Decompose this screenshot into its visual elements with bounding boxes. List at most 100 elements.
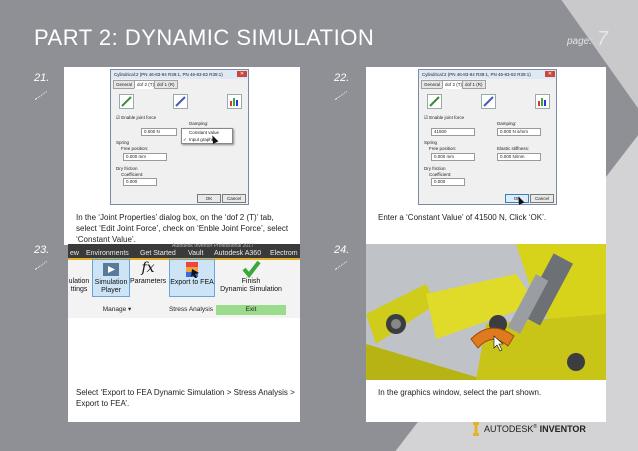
free-position-label: Free position: <box>121 146 149 151</box>
tab-dof1[interactable]: dof 1 (R) <box>462 80 486 89</box>
free-position-label: Free position: <box>429 146 457 151</box>
ribbon-tab-a360[interactable]: Autodesk A360 <box>214 250 262 257</box>
ribbon-tab-bar: Autodesk Inventor Professional 2017 ew E… <box>68 243 300 258</box>
damping-label: Damping: <box>497 121 517 126</box>
simulation-settings-label: ulation <box>68 278 90 285</box>
dialog-screenshot-21: Cylindrical:2 (PN 46-83-94 R39:1, PN 46-… <box>64 67 300 207</box>
panel-manage[interactable]: Manage ▾ <box>102 306 132 313</box>
simulation-settings-label-2: ttings <box>70 286 88 293</box>
enable-force-checkbox[interactable]: ☑ Enable joint force <box>424 115 465 120</box>
close-icon[interactable]: ✕ <box>237 71 247 77</box>
elastic-stiffness-label: Elastic stiffness: <box>497 146 530 151</box>
edit-joint-force-icon[interactable] <box>173 94 188 109</box>
menu-item-constant-value[interactable]: Constant value <box>189 130 220 135</box>
graphics-window[interactable] <box>366 244 606 380</box>
simulation-player-icon <box>103 263 119 276</box>
step-caption-22: Enter a ‘Constant Value’ of 41500 N, Cli… <box>378 213 547 222</box>
step-card-21: Cylindrical:2 (PN 46-83-94 R39:1, PN 46-… <box>64 67 300 245</box>
autodesk-inventor-logo: AUTODESK® INVENTOR <box>484 424 586 434</box>
spring-label: Spring <box>424 140 438 145</box>
coefficient-label: Coefficient: <box>429 172 452 177</box>
spring-label: Spring <box>116 140 130 145</box>
dry-friction-label: Dry friction <box>116 166 138 171</box>
menu-item-input-grapher[interactable]: ✓Input grapher <box>182 136 232 143</box>
coefficient-label: Coefficient: <box>121 172 144 177</box>
export-fea-icon <box>186 262 199 278</box>
dialog-screenshot-22: Cylindrical:2 (PN 46-83-94 R39:1, PN 46-… <box>366 67 606 207</box>
joint-properties-dialog: Cylindrical:2 (PN 46-83-94 R39:1, PN 46-… <box>110 69 249 205</box>
panel-exit[interactable]: Exit <box>216 305 286 315</box>
ribbon-tab-view[interactable]: ew <box>70 250 79 257</box>
panel-stress-analysis[interactable]: Stress Analysis <box>168 306 214 313</box>
step-number-23: 23. <box>34 244 50 256</box>
fx-icon: fx <box>141 260 155 276</box>
parameters-button[interactable]: fx Parameters <box>130 259 166 295</box>
ribbon-tab-get-started[interactable]: Get Started <box>140 250 176 257</box>
page-label: page: <box>566 36 592 47</box>
joint-properties-dialog: Cylindrical:2 (PN 46-83-94 R39:1, PN 46-… <box>418 69 557 205</box>
simulation-player-label: Simulation <box>94 279 128 286</box>
page-number: 7 <box>596 28 608 50</box>
simulation-player-label-2: Player <box>101 287 121 294</box>
finish-dynamic-simulation-button[interactable]: Finish Dynamic Simulation <box>216 259 286 295</box>
product-name: INVENTOR <box>539 424 586 434</box>
step-number-21: 21. <box>34 72 50 84</box>
registered-mark: ® <box>533 424 538 430</box>
graph-icon[interactable] <box>227 94 242 109</box>
coefficient-field[interactable]: 0.000 <box>431 178 465 186</box>
free-position-field[interactable]: 0.000 mm <box>431 153 475 161</box>
ribbon-tab-electromechanical[interactable]: Electrom <box>270 250 298 257</box>
graph-icon[interactable] <box>535 94 550 109</box>
force-type-menu: Constant value ✓Input grapher <box>181 128 233 144</box>
step-caption-21: In the ‘Joint Properties’ dialog box, on… <box>76 213 289 244</box>
close-icon[interactable]: ✕ <box>545 71 555 77</box>
enable-force-label: Enable joint force <box>429 115 465 120</box>
edit-joint-force-icon[interactable] <box>481 94 496 109</box>
edit-position-icon[interactable] <box>119 94 134 109</box>
brand-name: AUTODESK <box>484 424 534 434</box>
dry-friction-label: Dry friction <box>424 166 446 171</box>
tab-general[interactable]: General <box>113 80 136 89</box>
force-value-field[interactable]: 41500 <box>431 128 475 136</box>
cancel-button[interactable]: Cancel <box>530 194 554 203</box>
finish-label-2: Dynamic Simulation <box>220 286 282 293</box>
step-number-24: 24. <box>334 244 350 256</box>
inventor-ribbon: Autodesk Inventor Professional 2017 ew E… <box>68 243 300 318</box>
damping-field[interactable]: 0.000 N s/mm <box>497 128 541 136</box>
enable-force-checkbox[interactable]: ☑ Enable joint force <box>116 115 157 120</box>
free-position-field[interactable]: 0.000 mm <box>123 153 167 161</box>
simulation-player-button[interactable]: Simulation Player <box>92 259 130 297</box>
enable-force-label: Enable joint force <box>121 115 157 120</box>
ribbon-tab-environments[interactable]: Environments <box>86 250 129 257</box>
step-card-22: Cylindrical:2 (PN 46-83-94 R39:1, PN 46-… <box>366 67 606 245</box>
tab-general[interactable]: General <box>421 80 444 89</box>
check-icon: ✓ <box>183 137 187 142</box>
step-caption-24: In the graphics window, select the part … <box>378 388 542 397</box>
finish-label: Finish <box>241 278 261 285</box>
simulation-settings-button[interactable]: ulation ttings <box>68 259 90 295</box>
damping-label: Damping: <box>189 121 209 126</box>
cancel-button[interactable]: Cancel <box>222 194 246 203</box>
step-card-24: In the graphics window, select the part … <box>366 244 606 422</box>
step-number-22: 22. <box>334 72 350 84</box>
elastic-stiffness-field[interactable]: 0.000 N/mm <box>497 153 541 161</box>
export-to-fea-button[interactable]: Export to FEA <box>169 259 215 297</box>
coefficient-field[interactable]: 0.000 <box>123 178 157 186</box>
export-fea-label: Export to FEA <box>170 279 214 286</box>
step-caption-23: Select ‘Export to FEA Dynamic Simulation… <box>76 388 295 408</box>
tab-dof1[interactable]: dof 1 (R) <box>154 80 178 89</box>
force-value-field[interactable]: 0.000 N <box>141 128 177 136</box>
dialog-title: Cylindrical:2 (PN 46-83-94 R39:1, PN 46-… <box>111 70 248 79</box>
edit-position-icon[interactable] <box>427 94 442 109</box>
page-title: PART 2: DYNAMIC SIMULATION <box>34 25 375 50</box>
check-icon <box>242 260 261 278</box>
ok-button[interactable]: OK <box>197 194 221 203</box>
app-title: Autodesk Inventor Professional 2017 <box>172 243 254 249</box>
menu-item-input-grapher-label: Input grapher <box>189 137 216 142</box>
dialog-title: Cylindrical:2 (PN 46-83-94 R39:1, PN 46-… <box>419 70 556 79</box>
step-card-23: Autodesk Inventor Professional 2017 ew E… <box>68 243 300 422</box>
ribbon-tab-vault[interactable]: Vault <box>188 250 204 257</box>
inventor-logo-icon <box>473 422 479 436</box>
parameters-label: Parameters <box>130 278 167 285</box>
ok-button[interactable]: OK <box>505 194 529 203</box>
